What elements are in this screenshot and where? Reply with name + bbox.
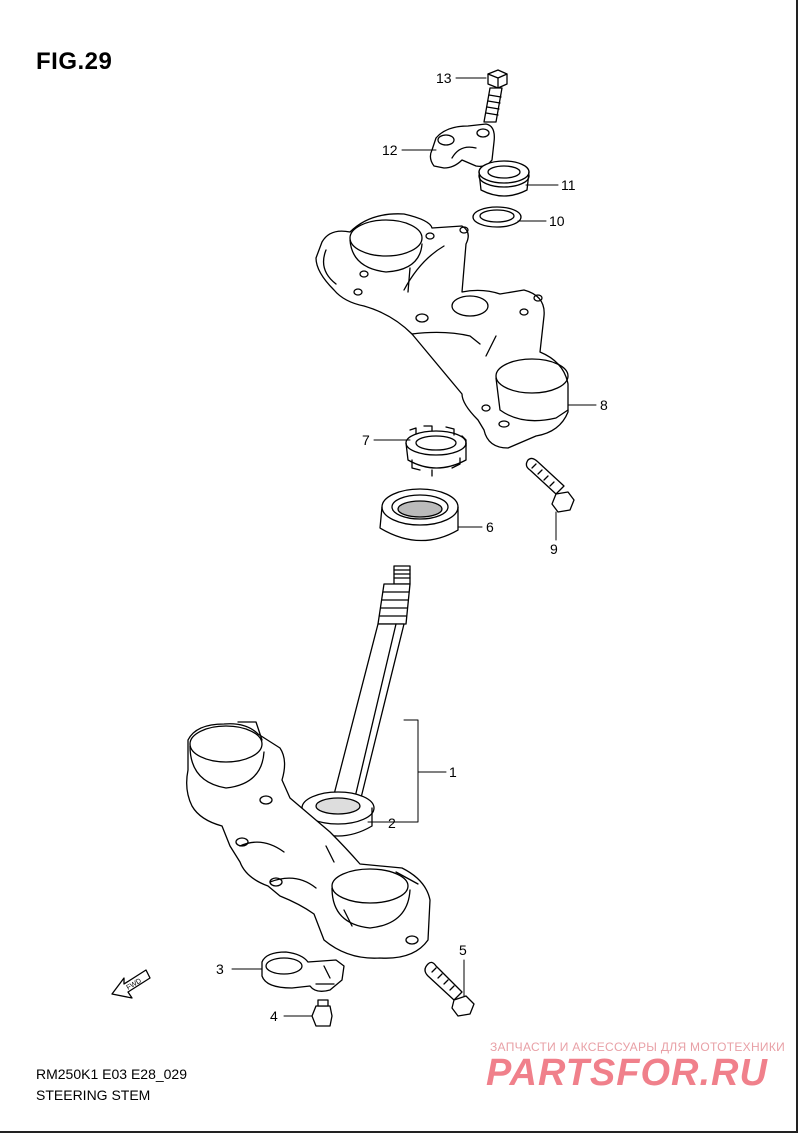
callout-13: 13 (436, 70, 452, 86)
part-2-seal (301, 791, 375, 837)
part-6-bearing (379, 488, 459, 542)
leader-lines (231, 77, 597, 1017)
figure-code: RM250K1 E03 E28_029 (36, 1066, 187, 1082)
part-13-bolt (483, 69, 508, 123)
watermark-logo: PARTSFOR.RU (486, 1052, 768, 1094)
callout-9: 9 (550, 541, 558, 557)
callout-12: 12 (382, 142, 398, 158)
fwd-label: FWD (126, 978, 143, 992)
callout-3: 3 (216, 961, 224, 977)
part-9-bolt (525, 457, 575, 513)
part-10-washer (472, 206, 522, 228)
fwd-arrow-icon: FWD (111, 969, 151, 999)
figure-name: STEERING STEM (36, 1087, 151, 1103)
callout-4: 4 (270, 1008, 278, 1024)
callout-6: 6 (486, 519, 494, 535)
callout-10: 10 (549, 213, 565, 229)
callout-5: 5 (459, 942, 467, 958)
callout-2: 2 (388, 815, 396, 831)
callout-11: 11 (561, 177, 576, 193)
part-8-upper-bracket (315, 213, 569, 449)
part-11-ring (478, 160, 530, 197)
callout-1: 1 (449, 764, 457, 780)
callout-7: 7 (362, 432, 370, 448)
part-5-bolt (424, 961, 475, 1017)
watermark-tagline: ЗАПЧАСТИ И АКСЕССУАРЫ ДЛЯ МОТОТЕХНИКИ (490, 1040, 786, 1054)
part-1-stem (329, 565, 411, 811)
lower-bracket (186, 721, 431, 959)
figure-title: FIG.29 (36, 48, 113, 75)
part-4-bolt (311, 999, 333, 1027)
callout-8: 8 (600, 397, 608, 413)
part-3-clamp (261, 951, 345, 992)
part-7-nut (405, 425, 467, 477)
part-12-clamp (429, 123, 495, 169)
